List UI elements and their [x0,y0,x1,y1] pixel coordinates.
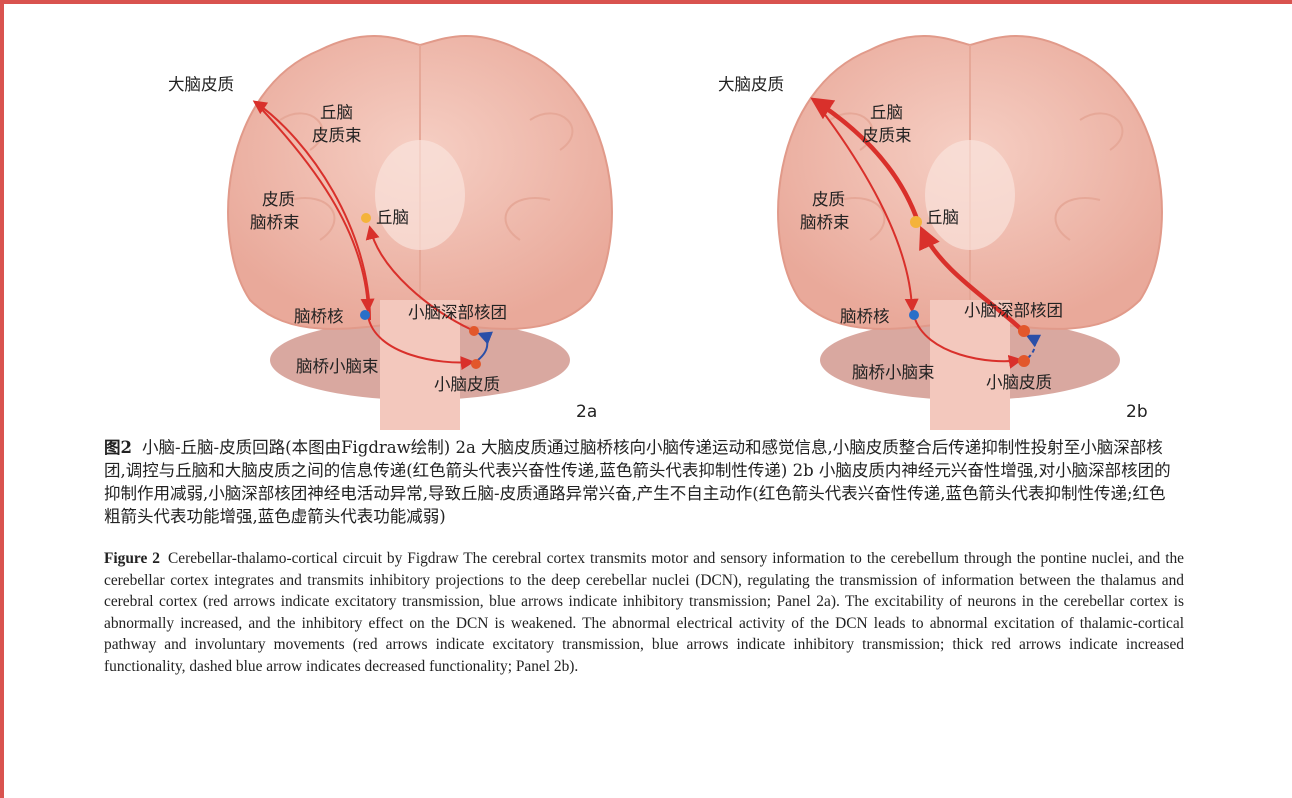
label-cerebellar-cortex: 小脑皮质 [986,373,1052,392]
label-thalamocortical-2: 皮质束 [862,126,912,145]
panel-label-2a: 2a [576,402,597,422]
thalamus-region [925,140,1015,250]
label-dcn: 小脑深部核团 [964,301,1063,320]
label-cerebral-cortex: 大脑皮质 [718,75,784,94]
label-cerebral-cortex: 大脑皮质 [168,75,234,94]
thalamus-region [375,140,465,250]
pontine-nucleus-dot [360,310,370,320]
brain-illustration [778,36,1162,430]
label-thalamocortical-1: 丘脑 [870,103,903,122]
label-corticopontine-2: 脑桥束 [800,213,850,232]
label-dcn: 小脑深部核团 [408,303,507,322]
label-pontocerebellar: 脑桥小脑束 [852,363,935,382]
dcn-dot [1018,325,1030,337]
figure-area: 大脑皮质 丘脑 皮质束 皮质 脑桥束 丘脑 脑桥核 小脑深部核团 脑桥小脑束 小… [0,0,1292,430]
label-cerebellar-cortex: 小脑皮质 [434,375,500,394]
panel-2a: 大脑皮质 丘脑 皮质束 皮质 脑桥束 丘脑 脑桥核 小脑深部核团 脑桥小脑束 小… [150,0,650,430]
label-thalamocortical-2: 皮质束 [312,126,362,145]
brain-illustration [228,36,612,430]
dcn-dot [469,326,479,336]
caption-en-figure-number: Figure 2 [104,550,160,567]
caption-zh-text: 小脑-丘脑-皮质回路(本图由Figdraw绘制) 2a 大脑皮质通过脑桥核向小脑… [104,438,1171,526]
thalamus-dot [910,216,922,228]
label-corticopontine-2: 脑桥束 [250,213,300,232]
caption-zh-figure-number: 图2 [104,438,132,457]
panel-2b: 大脑皮质 丘脑 皮质束 皮质 脑桥束 丘脑 脑桥核 小脑深部核团 脑桥小脑束 小… [700,0,1200,430]
label-pontocerebellar: 脑桥小脑束 [296,357,379,376]
cerebellar-cortex-dot [1018,355,1030,367]
label-pontine-nucleus: 脑桥核 [840,307,890,326]
label-thalamocortical-1: 丘脑 [320,103,353,122]
label-pontine-nucleus: 脑桥核 [294,307,344,326]
panel-label-2b: 2b [1126,402,1148,422]
thalamus-dot [361,213,371,223]
label-thalamus: 丘脑 [926,208,959,227]
cerebellar-cortex-dot [471,359,481,369]
caption-en-text: Cerebellar-thalamo-cortical circuit by F… [104,550,1184,675]
pontine-nucleus-dot [909,310,919,320]
label-corticopontine-1: 皮质 [812,190,845,209]
label-thalamus: 丘脑 [376,208,409,227]
label-corticopontine-1: 皮质 [262,190,295,209]
